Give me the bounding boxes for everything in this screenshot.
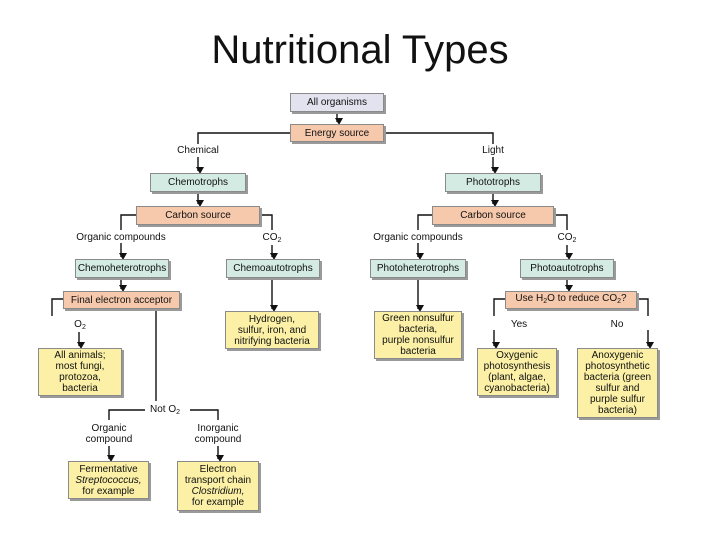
carbon-source-right-label: Carbon source (460, 210, 526, 221)
no-label: No (610, 319, 624, 330)
oxygenic-label: Oxygenic photosynthesis (plant, algae, c… (483, 350, 551, 394)
hydrogen-bacteria-box: Hydrogen, sulfur, iron, and nitrifying b… (225, 311, 319, 349)
organic-compounds-left-label: Organic compounds (76, 232, 166, 243)
o2-label: O2 (74, 319, 86, 331)
co2-left-label: CO2 (262, 232, 282, 244)
energy-source-label: Energy source (304, 127, 370, 139)
electron-transport-line3: for example (191, 497, 245, 508)
phototrophs-label: Phototrophs (466, 177, 520, 188)
all-organisms-box: All organisms (290, 93, 384, 112)
phototrophs-box: Phototrophs (445, 173, 541, 192)
chemical-label: Chemical (177, 145, 219, 156)
organic-compound-label: Organic compound (85, 423, 133, 445)
electron-transport-line1: Electron transport chain (184, 464, 252, 486)
fermentative-line2: Streptococcus, (75, 474, 142, 486)
carbon-source-right-box: Carbon source (432, 206, 554, 225)
all-animals-label: All animals; most fungi, protozoa, bacte… (54, 350, 106, 394)
carbon-source-left-label: Carbon source (165, 210, 231, 221)
chemoautotrophs-label: Chemoautotrophs (233, 263, 313, 274)
fermentative-line1: Fermentative (79, 463, 138, 475)
chemoautotrophs-box: Chemoautotrophs (226, 259, 320, 278)
hydrogen-bacteria-label: Hydrogen, sulfur, iron, and nitrifying b… (234, 313, 310, 347)
anoxygenic-label: Anoxygenic photosynthetic bacteria (gree… (583, 350, 652, 416)
light-label: Light (482, 145, 504, 156)
yes-label: Yes (510, 319, 528, 330)
all-animals-box: All animals; most fungi, protozoa, bacte… (38, 348, 122, 396)
anoxygenic-box: Anoxygenic photosynthetic bacteria (gree… (577, 348, 658, 418)
energy-source-box: Energy source (290, 124, 384, 142)
photoheterotrophs-box: Photoheterotrophs (370, 259, 466, 278)
diagram-title: Nutritional Types (211, 28, 509, 72)
not-o2-label: Not O2 (149, 404, 181, 416)
chemotrophs-label: Chemotrophs (167, 177, 229, 188)
green-nonsulfur-box: Green nonsulfur bacteria, purple nonsulf… (374, 311, 462, 359)
carbon-source-left-box: Carbon source (136, 206, 260, 225)
organic-compounds-right-label: Organic compounds (373, 232, 463, 243)
oxygenic-box: Oxygenic photosynthesis (plant, algae, c… (477, 348, 557, 396)
electron-transport-box: Electron transport chain Clostridium, fo… (177, 461, 259, 511)
chemotrophs-box: Chemotrophs (150, 173, 246, 192)
photoheterotrophs-label: Photoheterotrophs (376, 263, 460, 274)
green-nonsulfur-label: Green nonsulfur bacteria, purple nonsulf… (382, 313, 454, 357)
co2-right-label: CO2 (557, 232, 577, 244)
fermentative-box: Fermentative Streptococcus, for example (68, 461, 149, 499)
use-h2o-box: Use H2O to reduce CO2? (505, 291, 637, 309)
electron-transport-line2: Clostridium, (191, 486, 245, 497)
chemoheterotrophs-label: Chemoheterotrophs (77, 263, 167, 274)
final-electron-acceptor-box: Final electron acceptor (63, 291, 180, 309)
all-organisms-label: All organisms (306, 97, 368, 108)
final-electron-acceptor-label: Final electron acceptor (70, 294, 173, 306)
photoautotrophs-box: Photoautotrophs (520, 259, 614, 278)
fermentative-line3: for example (82, 485, 135, 497)
inorganic-compound-label: Inorganic compound (194, 423, 242, 445)
use-h2o-label: Use H2O to reduce CO2? (515, 293, 627, 305)
photoautotrophs-label: Photoautotrophs (530, 263, 604, 274)
chemoheterotrophs-box: Chemoheterotrophs (75, 259, 169, 278)
